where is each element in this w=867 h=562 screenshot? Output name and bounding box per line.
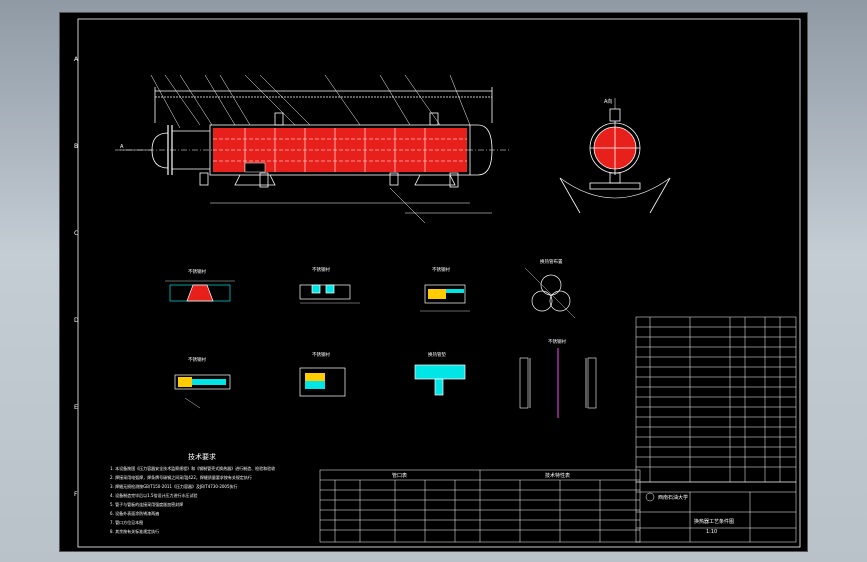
tech-req-line-4: 4. 设备制造完毕后以1.5倍设计压力进行水压试验 — [110, 492, 197, 498]
detail-title-3: 不锈钢衬 — [432, 266, 450, 273]
detail-views — [165, 267, 576, 319]
detail-title-5: 不锈钢衬 — [188, 356, 206, 363]
inlet-arrow: A — [120, 144, 152, 151]
design-table-title: 技术特性表 — [545, 472, 570, 479]
tech-requirements-title: 技术要求 — [188, 452, 216, 461]
tech-req-line-5: 5. 管子与管板的连接采用强度胀加密封焊 — [110, 501, 183, 507]
title-block — [635, 481, 797, 543]
side-view: A向 — [559, 98, 671, 214]
school-name: 西南石油大学 — [658, 494, 688, 501]
tech-req-line-6: 6. 设备外表面涂防锈漆两遍 — [110, 510, 159, 516]
border-letters: A B C D E F — [74, 56, 79, 498]
border-letter-f: F — [74, 491, 78, 498]
tube-bundle — [213, 128, 467, 173]
border-letter-b: B — [74, 143, 78, 150]
detail-views-row2 — [174, 348, 597, 418]
tech-req-line-2: 2. 焊接采用电弧焊，焊条牌号碳钢之间采用J422，焊缝质量要求按有关规定执行 — [110, 474, 252, 480]
drawing-sheet: A B C D E F — [59, 12, 808, 552]
svg-text:A向: A向 — [604, 98, 612, 105]
inner-frame — [77, 18, 801, 548]
tech-req-line-7: 7. 管口方位见本图 — [110, 519, 143, 525]
exchanger-elevation — [115, 74, 510, 224]
svg-text:A: A — [120, 144, 124, 150]
drawing-canvas: A B C D E F — [74, 18, 801, 548]
border-letter-a: A — [74, 56, 79, 63]
border-letter-e: E — [74, 404, 78, 411]
bottom-tables — [319, 469, 641, 543]
parts-list — [635, 316, 797, 483]
detail-title-7: 换热管垫 — [428, 351, 446, 358]
tech-requirements: 技术要求 1. 本设备按国《压力容器安全技术监察规程》和《钢制管壳式换热器》进行… — [110, 452, 275, 534]
detail-title-1: 不锈钢衬 — [188, 268, 206, 275]
detail-titles: 不锈钢衬 不锈钢衬 不锈钢衬 换热管布置 不锈钢衬 不锈钢衬 换热管垫 不锈钢衬 — [188, 258, 566, 363]
drawing-name: 换热器工艺条件图 — [694, 518, 734, 525]
detail-title-2: 不锈钢衬 — [312, 266, 330, 273]
nozzle-table-title: 管口表 — [392, 472, 407, 479]
detail-title-4: 换热管布置 — [540, 258, 563, 265]
drawing-scale: 1:10 — [706, 529, 717, 535]
border-letter-d: D — [74, 317, 79, 324]
tech-req-line-3: 3. 焊缝无损检测按GB/T150-2011《压力容器》及JB/T4730-20… — [110, 483, 238, 489]
tech-req-line-1: 1. 本设备按国《压力容器安全技术监察规程》和《钢制管壳式换热器》进行制造、检验… — [110, 465, 275, 471]
tech-req-line-8: 8. 其余按有关标准规定执行 — [110, 528, 159, 534]
border-letter-c: C — [74, 230, 78, 237]
detail-title-8: 不锈钢衬 — [548, 338, 566, 345]
detail-title-6: 不锈钢衬 — [312, 351, 330, 358]
